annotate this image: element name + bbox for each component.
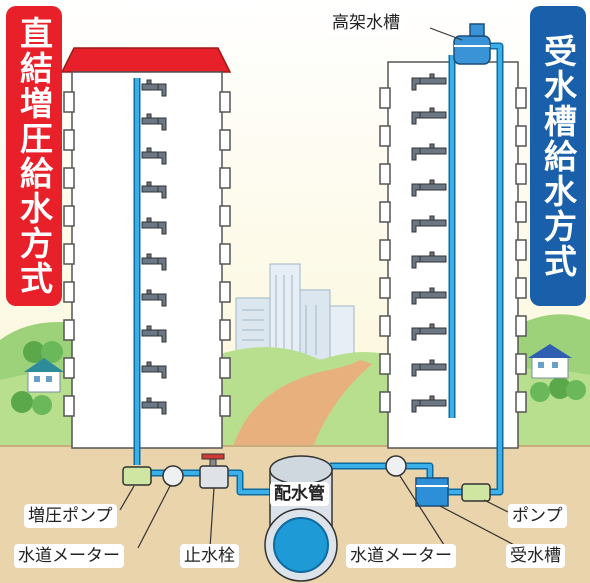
faucet-icon <box>411 323 447 341</box>
leader-lines <box>119 27 521 549</box>
faucet-icon <box>141 147 167 165</box>
tank-supply-banner: 受水槽給水方式 <box>530 6 586 306</box>
water-meter-right-label: 水道メーター <box>346 544 456 568</box>
faucet-icon <box>141 397 167 415</box>
city-skyline <box>235 263 355 361</box>
right-village <box>528 344 586 402</box>
pump-label: ポンプ <box>508 504 567 528</box>
left-building <box>60 47 232 449</box>
main-pipe-label: 配水管 <box>270 482 329 506</box>
faucet-icon <box>411 395 447 413</box>
faucet-icon <box>411 73 447 91</box>
faucet-icon <box>411 359 447 377</box>
faucet-icon <box>141 181 167 199</box>
faucet-icon <box>411 251 447 269</box>
faucet-icon <box>141 253 167 271</box>
faucet-icon <box>411 107 447 125</box>
faucet-icon <box>141 325 167 343</box>
faucet-icon <box>141 361 167 379</box>
faucet-icon <box>141 79 167 97</box>
stop-valve-label: 止水栓 <box>180 544 239 568</box>
direct-booster-supply-banner: 直結増圧給水方式 <box>6 6 62 306</box>
faucet-icon <box>411 179 447 197</box>
faucet-icon <box>411 287 447 305</box>
faucet-icon <box>141 113 167 131</box>
left-building-roof <box>60 47 232 73</box>
water-meter-left-label: 水道メーター <box>14 544 124 568</box>
banner-right-text: 受水槽給水方式 <box>538 33 578 279</box>
receiving-tank-label: 受水槽 <box>506 544 565 568</box>
faucet-icon <box>411 215 447 233</box>
faucet-icon <box>411 143 447 161</box>
pump-icon <box>461 483 491 502</box>
water-meter-left-icon <box>162 465 184 487</box>
left-faucets <box>141 79 167 415</box>
elevated-tank-icon <box>453 23 491 65</box>
right-faucets <box>411 73 447 413</box>
water-meter-right-icon <box>385 455 407 477</box>
stop-valve-icon <box>199 453 229 489</box>
road <box>232 360 372 450</box>
elevated-tank-label: 高架水槽 <box>328 11 404 35</box>
receiving-tank-icon <box>415 477 449 507</box>
banner-left-text: 直結増圧給水方式 <box>14 16 54 296</box>
faucet-icon <box>141 289 167 307</box>
faucet-icon <box>141 217 167 235</box>
main-pipe-icon <box>264 455 338 582</box>
booster-pump-label: 増圧ポンプ <box>24 504 117 528</box>
booster-pump-icon <box>122 466 152 486</box>
left-village <box>11 341 64 415</box>
